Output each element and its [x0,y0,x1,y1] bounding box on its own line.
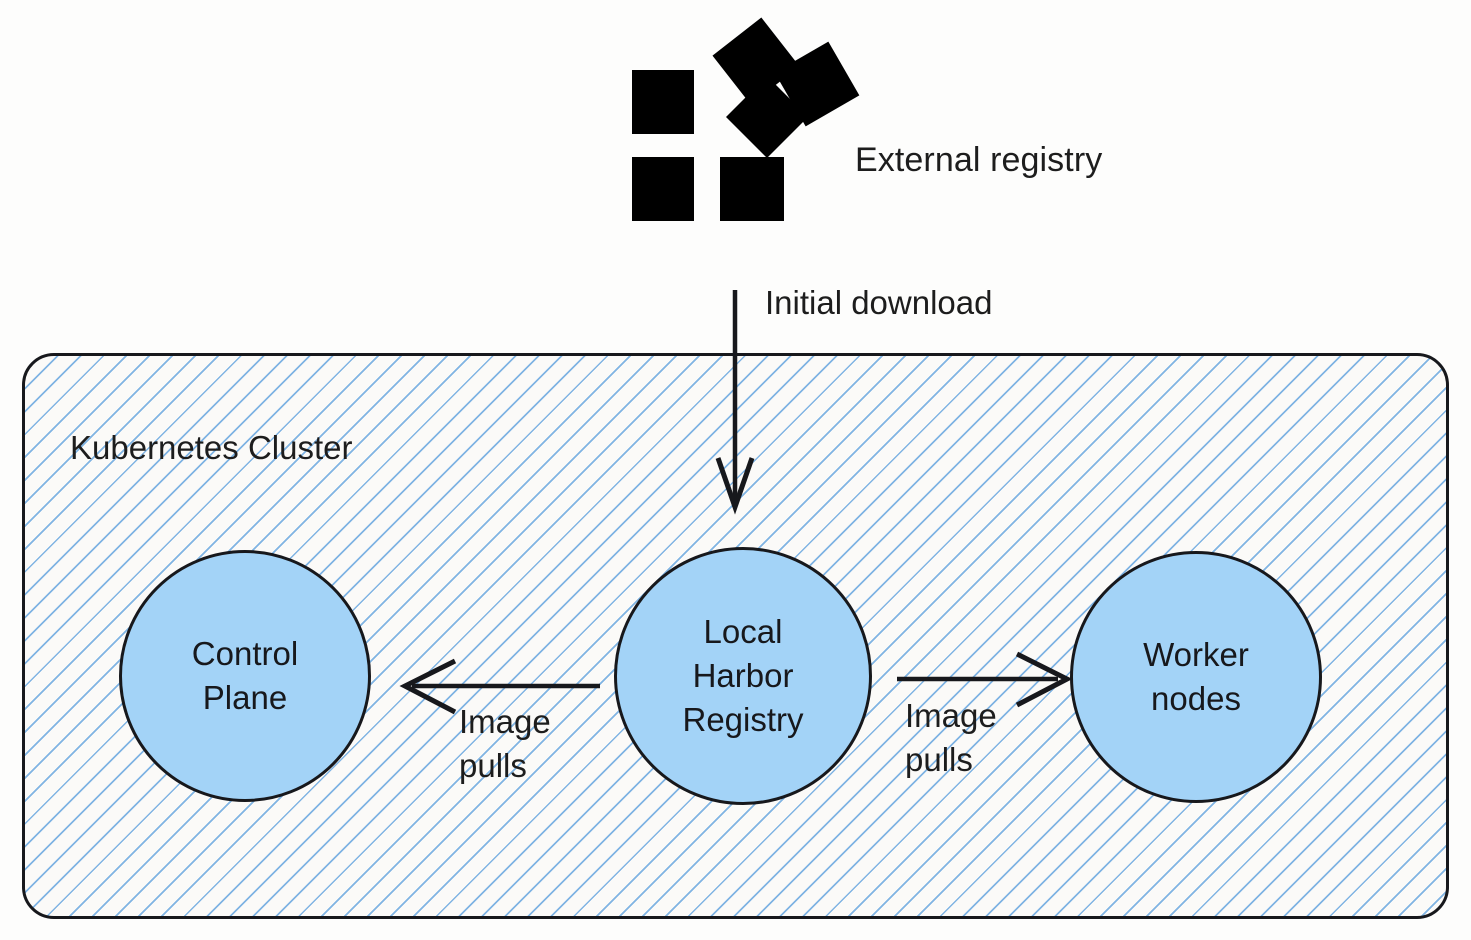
external-registry-label: External registry [855,141,1103,179]
registry-icon-square-bottom-left [632,157,694,221]
initial-download-label: Initial download [765,284,993,321]
node-harbor-registry-label: Local Harbor Registry [682,613,804,738]
external-registry-icon [630,17,860,238]
node-control-plane[interactable]: Control Plane [119,550,371,802]
node-control-plane-label: Control Plane [191,635,299,716]
edge-label-image-pulls-left: Image pulls [459,703,551,785]
edge-label-image-pulls-right: Image pulls [905,697,997,779]
kubernetes-cluster-label: Kubernetes Cluster [70,429,353,466]
registry-icon-square-bottom-mid [720,157,784,221]
node-harbor-registry[interactable]: Local Harbor Registry [614,547,872,805]
node-worker-nodes[interactable]: Worker nodes [1070,551,1322,803]
registry-icon-square-top-left [632,70,694,134]
node-worker-nodes-label: Worker nodes [1143,636,1249,717]
